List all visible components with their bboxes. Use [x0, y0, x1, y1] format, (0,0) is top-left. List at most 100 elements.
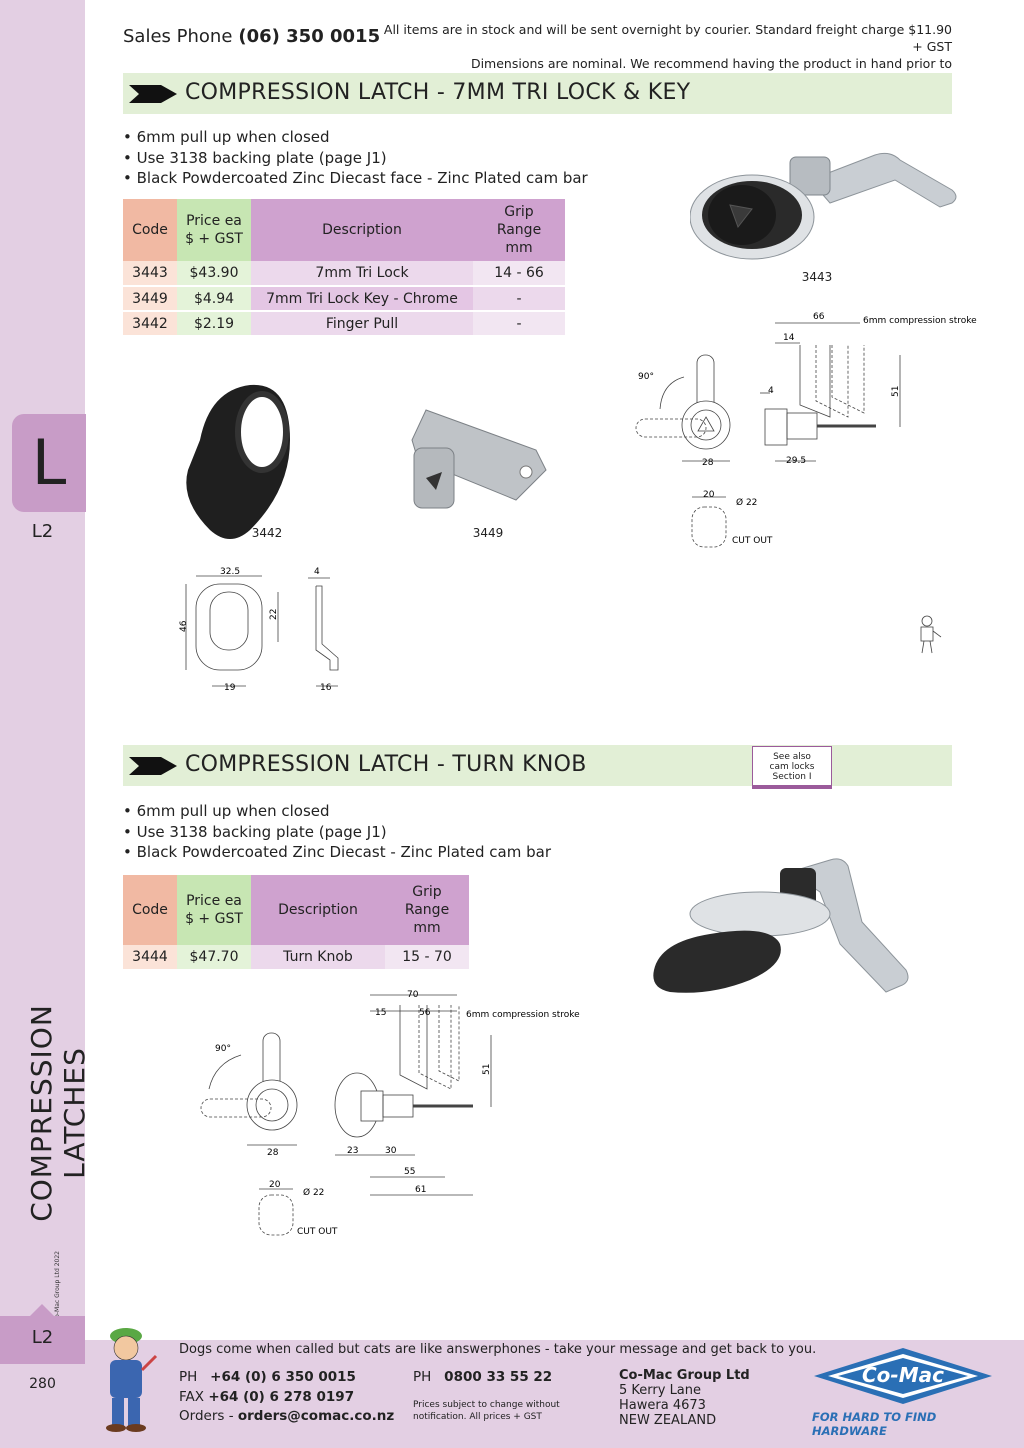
cell-description: Turn Knob: [251, 945, 385, 971]
section-tab: [12, 414, 86, 512]
feature-item: • Black Powdercoated Zinc Diecast face -…: [123, 169, 588, 187]
fax-label: FAX: [179, 1388, 205, 1405]
tri-lock-latch-image: [690, 152, 957, 260]
cell-price: $47.70: [177, 945, 251, 971]
chapter-title: COMPRESSION LATCHES: [25, 1004, 91, 1222]
finger-pull-image: [186, 384, 290, 539]
caption-3449: 3449: [472, 526, 504, 540]
page-number: 280: [29, 1376, 56, 1392]
company-name: Co-Mac Group Ltd: [619, 1368, 750, 1383]
cell-price: $4.94: [177, 286, 251, 312]
bottom-tab: [0, 1316, 85, 1364]
cell-grip: -: [473, 311, 565, 337]
freephone-block: PH 0800 33 55 22: [413, 1368, 552, 1388]
cell-code: 3444: [123, 945, 177, 971]
dim-46: 46: [179, 620, 189, 632]
notice-line-1: All items are in stock and will be sent …: [383, 22, 952, 54]
dim-29-5: 29.5: [786, 456, 806, 466]
section-title: COMPRESSION LATCH - 7MM TRI LOCK & KEY: [185, 80, 691, 105]
cell-description: 7mm Tri Lock: [251, 261, 473, 287]
col-header-code: Code: [123, 875, 177, 945]
dim-4-pull: 4: [314, 567, 320, 577]
phone-label: PH: [179, 1369, 198, 1385]
feature-item: • 6mm pull up when closed: [123, 802, 330, 820]
mascot-icon: [106, 1328, 158, 1432]
comac-logo: Co-Mac: [814, 1348, 992, 1404]
dim-23: 23: [347, 1146, 358, 1156]
table-row: 3442 $2.19 Finger Pull -: [123, 311, 565, 337]
section-letter: L: [31, 426, 67, 499]
dim-16: 16: [320, 683, 332, 693]
address-line: Hawera 4673: [619, 1398, 706, 1413]
dim-20: 20: [269, 1180, 281, 1190]
footer-quote: Dogs come when called but cats are like …: [179, 1342, 817, 1357]
dim-70: 70: [407, 990, 419, 1000]
col-header-description: Description: [251, 875, 385, 945]
cell-price: $2.19: [177, 311, 251, 337]
contact-block: PH +64 (0) 6 350 0015 FAX +64 (0) 6 278 …: [179, 1368, 394, 1427]
cell-description: Finger Pull: [251, 311, 473, 337]
dim-51: 51: [482, 1064, 492, 1075]
arrow-icon: [129, 757, 177, 775]
sidebar: [0, 0, 85, 1448]
dim-22-pull: 22: [269, 609, 279, 620]
orders-email-link[interactable]: orders@comac.co.nz: [237, 1408, 395, 1424]
feature-list: • 6mm pull up when closed • Use 3138 bac…: [123, 127, 588, 189]
dim-90-angle: 90°: [638, 372, 654, 382]
dim-20: 20: [703, 490, 715, 500]
cell-grip: 14 - 66: [473, 261, 565, 287]
col-header-price: Price ea $ + GST: [177, 875, 251, 945]
feature-item: • Use 3138 backing plate (page J1): [123, 148, 387, 167]
bottom-section-code: L2: [31, 1327, 54, 1348]
orders-label: Orders -: [179, 1408, 234, 1424]
dim-28: 28: [267, 1148, 279, 1158]
key-image: [411, 409, 547, 509]
tri-lock-dimension-drawing: 90° 28 66 6mm compression stroke 14 4 29…: [635, 312, 977, 548]
tab-pointer: [30, 1304, 54, 1316]
feature-item: • Use 3138 backing plate (page J1): [123, 822, 387, 841]
dim-51: 51: [891, 386, 901, 397]
cell-price: $43.90: [177, 261, 251, 287]
section-bar-tri-lock: COMPRESSION LATCH - 7MM TRI LOCK & KEY: [123, 73, 952, 114]
stock-notice: All items are in stock and will be sent …: [380, 21, 952, 89]
col-header-grip: Grip Range mm: [473, 199, 565, 261]
fax-number: +64 (0) 6 278 0197: [208, 1388, 355, 1405]
turn-knob-dimension-drawing: 90° 28 70 15 56 6mm compression stroke 5…: [200, 990, 580, 1237]
arrow-icon: [129, 85, 177, 103]
cell-grip: -: [473, 286, 565, 312]
phone-number: +64 (0) 6 350 0015: [210, 1369, 356, 1385]
see-also-box: See also cam locks Section I: [752, 746, 832, 789]
dim-55: 55: [404, 1167, 415, 1177]
see-also-line: See also: [773, 752, 811, 762]
cell-code: 3442: [123, 311, 177, 337]
feature-list: • 6mm pull up when closed • Use 3138 bac…: [123, 801, 551, 863]
turn-knob-latch-image: [653, 858, 909, 993]
section-title: COMPRESSION LATCH - TURN KNOB: [185, 752, 587, 777]
see-also-line: cam locks: [769, 762, 815, 772]
table-row: 3443 $43.90 7mm Tri Lock 14 - 66: [123, 261, 565, 287]
sales-number: (06) 350 0015: [238, 26, 381, 47]
mascot-sketch-icon: [920, 615, 942, 654]
dim-56: 56: [419, 1008, 431, 1018]
dim-30: 30: [385, 1146, 397, 1156]
col-header-code: Code: [123, 199, 177, 261]
table-row: 3444 $47.70 Turn Knob 15 - 70: [123, 945, 469, 971]
col-header-grip: Grip Range mm: [385, 875, 469, 945]
compression-stroke-label: 6mm compression stroke: [466, 1010, 580, 1020]
price-table: Code Price ea $ + GST Description Grip R…: [123, 199, 565, 337]
col-header-price: Price ea $ + GST: [177, 199, 251, 261]
price-note: Prices subject to change without notific…: [413, 1400, 560, 1422]
dim-90-angle: 90°: [215, 1044, 231, 1054]
address-block: Co-Mac Group Ltd 5 Kerry Lane Hawera 467…: [619, 1368, 750, 1428]
cell-grip: 15 - 70: [385, 945, 469, 971]
cutout-label: CUT OUT: [297, 1227, 338, 1237]
sales-label: Sales Phone: [123, 26, 233, 47]
dim-32-5: 32.5: [220, 567, 240, 577]
section-code: L2: [31, 521, 54, 542]
compression-stroke-label: 6mm compression stroke: [863, 316, 977, 326]
feature-item: • Black Powdercoated Zinc Diecast - Zinc…: [123, 843, 551, 861]
dim-19: 19: [224, 683, 236, 693]
dim-14: 14: [783, 333, 795, 343]
price-table: Code Price ea $ + GST Description Grip R…: [123, 875, 469, 971]
cutout-label: CUT OUT: [732, 536, 773, 546]
